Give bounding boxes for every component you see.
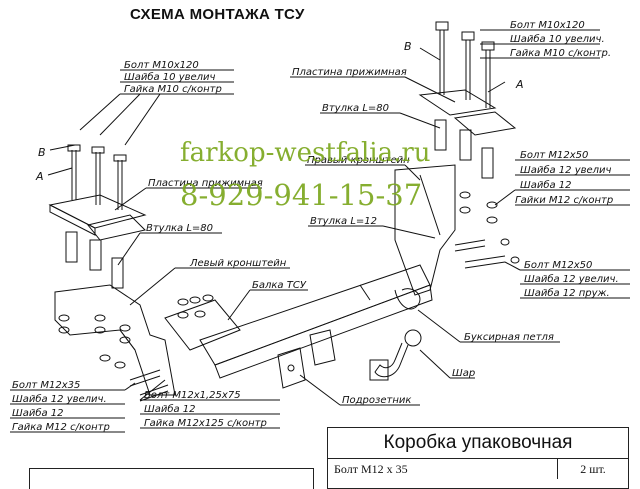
label-bl-washer1: Шайба 12 увелич. [12,393,107,405]
right-sleeves [434,119,494,179]
label-tr-bolt: Болт М10х120 [510,20,585,31]
ball-hitch [369,329,422,381]
label-bl-washer2: Шайба 12 [12,407,64,419]
diagram-title: СХЕМА МОНТАЖА ТСУ [130,6,305,23]
package-box-table: Коробка упаковочная Болт М12 х 35 2 шт. [327,427,629,489]
mid-bolts [164,294,241,351]
left-pressure-plate [48,194,147,241]
label-m1-washer: Шайба 12 [144,403,196,415]
marker-a-left: A [35,170,44,183]
section-markers [47,47,506,176]
label-tow-loop: Буксирная петля [464,332,554,343]
table-row: Болт М12 х 35 2 шт. [328,459,628,479]
label-sleeve-right: Втулка L=80 [322,103,389,114]
label-plate-left: Пластина прижимная [148,178,263,189]
label-r1-bolt: Болт М12х50 [520,150,588,161]
left-bolts [67,144,127,210]
tow-bar-beam [199,264,433,379]
label-tl-nut: Гайка М10 с/контр [124,84,222,95]
label-bl-nut: Гайка М12 с/контр [12,422,110,433]
marker-a-right: A [515,78,524,91]
right-pressure-plate [418,89,517,136]
tow-loop [394,288,421,310]
label-r1-washer1: Шайба 12 увелич [520,164,612,176]
label-tl-washer: Шайба 10 увелич [124,71,216,83]
label-sleeve-12: Втулка L=12 [310,216,377,227]
label-r1-washer2: Шайба 12 [520,179,572,191]
label-ball: Шар [452,368,475,379]
left-table-frame [29,468,314,489]
package-item-qty: 2 шт. [580,462,606,476]
label-socket: Подрозетник [342,395,411,406]
label-bl-bolt: Болт М12х35 [12,380,80,391]
label-sleeve-left: Втулка L=80 [146,223,213,234]
label-beam: Балка ТСУ [252,280,307,291]
marker-b-left: B [38,146,46,159]
label-left-bracket: Левый кронштейн [189,258,287,269]
label-m1-nut: Гайка М12х125 с/контр [144,418,267,429]
marker-b-right: B [404,40,412,53]
label-plate-right: Пластина прижимная [292,67,407,78]
watermark-site: farkop-westfalia.ru [180,138,431,168]
label-r2-washer2: Шайба 12 пруж. [524,287,610,299]
socket-plate [277,329,336,389]
package-box-title: Коробка упаковочная [328,428,628,459]
left-bracket [54,284,176,396]
label-right-bracket: Правый кронштейн [307,155,410,166]
right-bolts [435,21,495,108]
label-tl-bolt: Болт М10х120 [124,60,199,71]
package-item-name: Болт М12 х 35 [328,459,558,479]
label-m1-bolt: Болт М12х1,25х75 [144,390,241,401]
watermark-phone: 8-929-941-15-37 [180,178,423,212]
right-bracket [394,164,456,296]
left-sleeves [65,231,124,289]
label-tr-nut: Гайка М10 с/контр. [510,48,611,59]
label-r2-bolt: Болт М12х50 [524,260,592,271]
right-fasteners [454,191,520,269]
label-r1-nut: Гайки М12 с/контр [515,195,613,206]
label-r2-washer1: Шайба 12 увелич. [524,273,619,285]
left-fasteners [58,314,169,402]
label-tr-washer: Шайба 10 увелич. [510,33,605,45]
leader-lines [10,29,630,433]
